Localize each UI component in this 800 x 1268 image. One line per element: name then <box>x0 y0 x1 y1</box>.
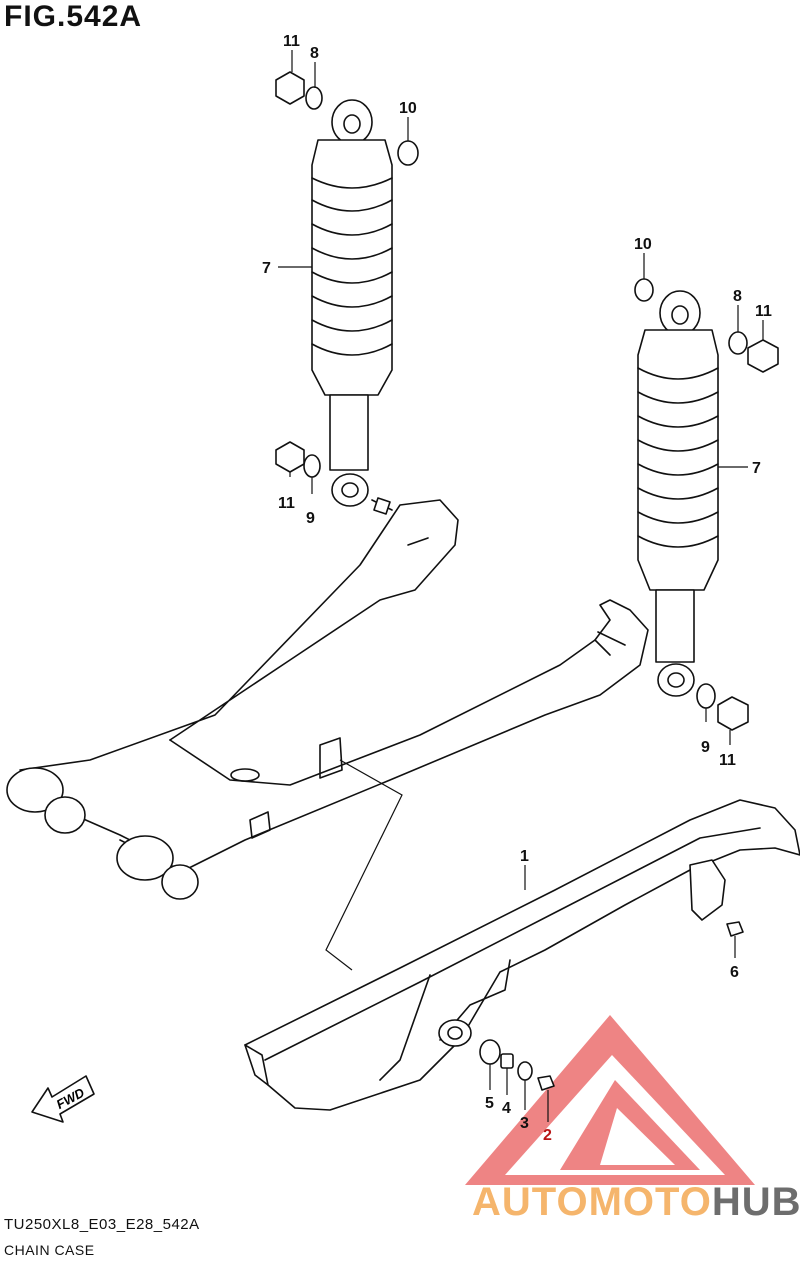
watermark-text-part1: AUTOMOTO <box>472 1180 712 1224</box>
callout-2: 2 <box>543 1127 552 1144</box>
callout-1: 1 <box>520 848 529 865</box>
watermark-text: AUTOMOTOHUB <box>472 1180 800 1225</box>
left-shock-absorber <box>275 71 419 515</box>
callout-3: 3 <box>520 1115 529 1132</box>
callout-8-left: 8 <box>310 45 319 62</box>
callouts: 11 8 10 7 11 9 10 8 11 7 9 11 1 6 5 4 3 … <box>262 33 772 1144</box>
fwd-arrow: FWD <box>31 1075 95 1123</box>
callout-5: 5 <box>485 1095 494 1112</box>
right-shock-absorber <box>597 278 779 731</box>
callout-11-left-top: 11 <box>283 33 300 50</box>
watermark-logo <box>465 1015 755 1185</box>
model-code: TU250XL8_E03_E28_542A <box>4 1216 200 1233</box>
leader-lines <box>278 50 764 1122</box>
swing-arm <box>6 499 649 900</box>
callout-7-right: 7 <box>752 460 761 477</box>
callout-11-left-bottom: 11 <box>278 495 295 512</box>
section-name: CHAIN CASE <box>4 1242 95 1258</box>
callout-6: 6 <box>730 964 739 981</box>
callout-10-left: 10 <box>399 100 417 117</box>
callout-11-right-bottom: 11 <box>719 752 736 769</box>
callout-10-right: 10 <box>634 236 652 253</box>
figure-title: FIG.542A <box>4 0 143 33</box>
watermark-text-part2: HUB <box>711 1180 800 1224</box>
callout-11-right-top: 11 <box>755 303 772 320</box>
callout-9-right: 9 <box>701 739 710 756</box>
chain-case <box>244 799 800 1111</box>
callout-4: 4 <box>502 1100 511 1117</box>
callout-7-left: 7 <box>262 260 271 277</box>
callout-8-right: 8 <box>733 288 742 305</box>
callout-9-left: 9 <box>306 510 315 527</box>
